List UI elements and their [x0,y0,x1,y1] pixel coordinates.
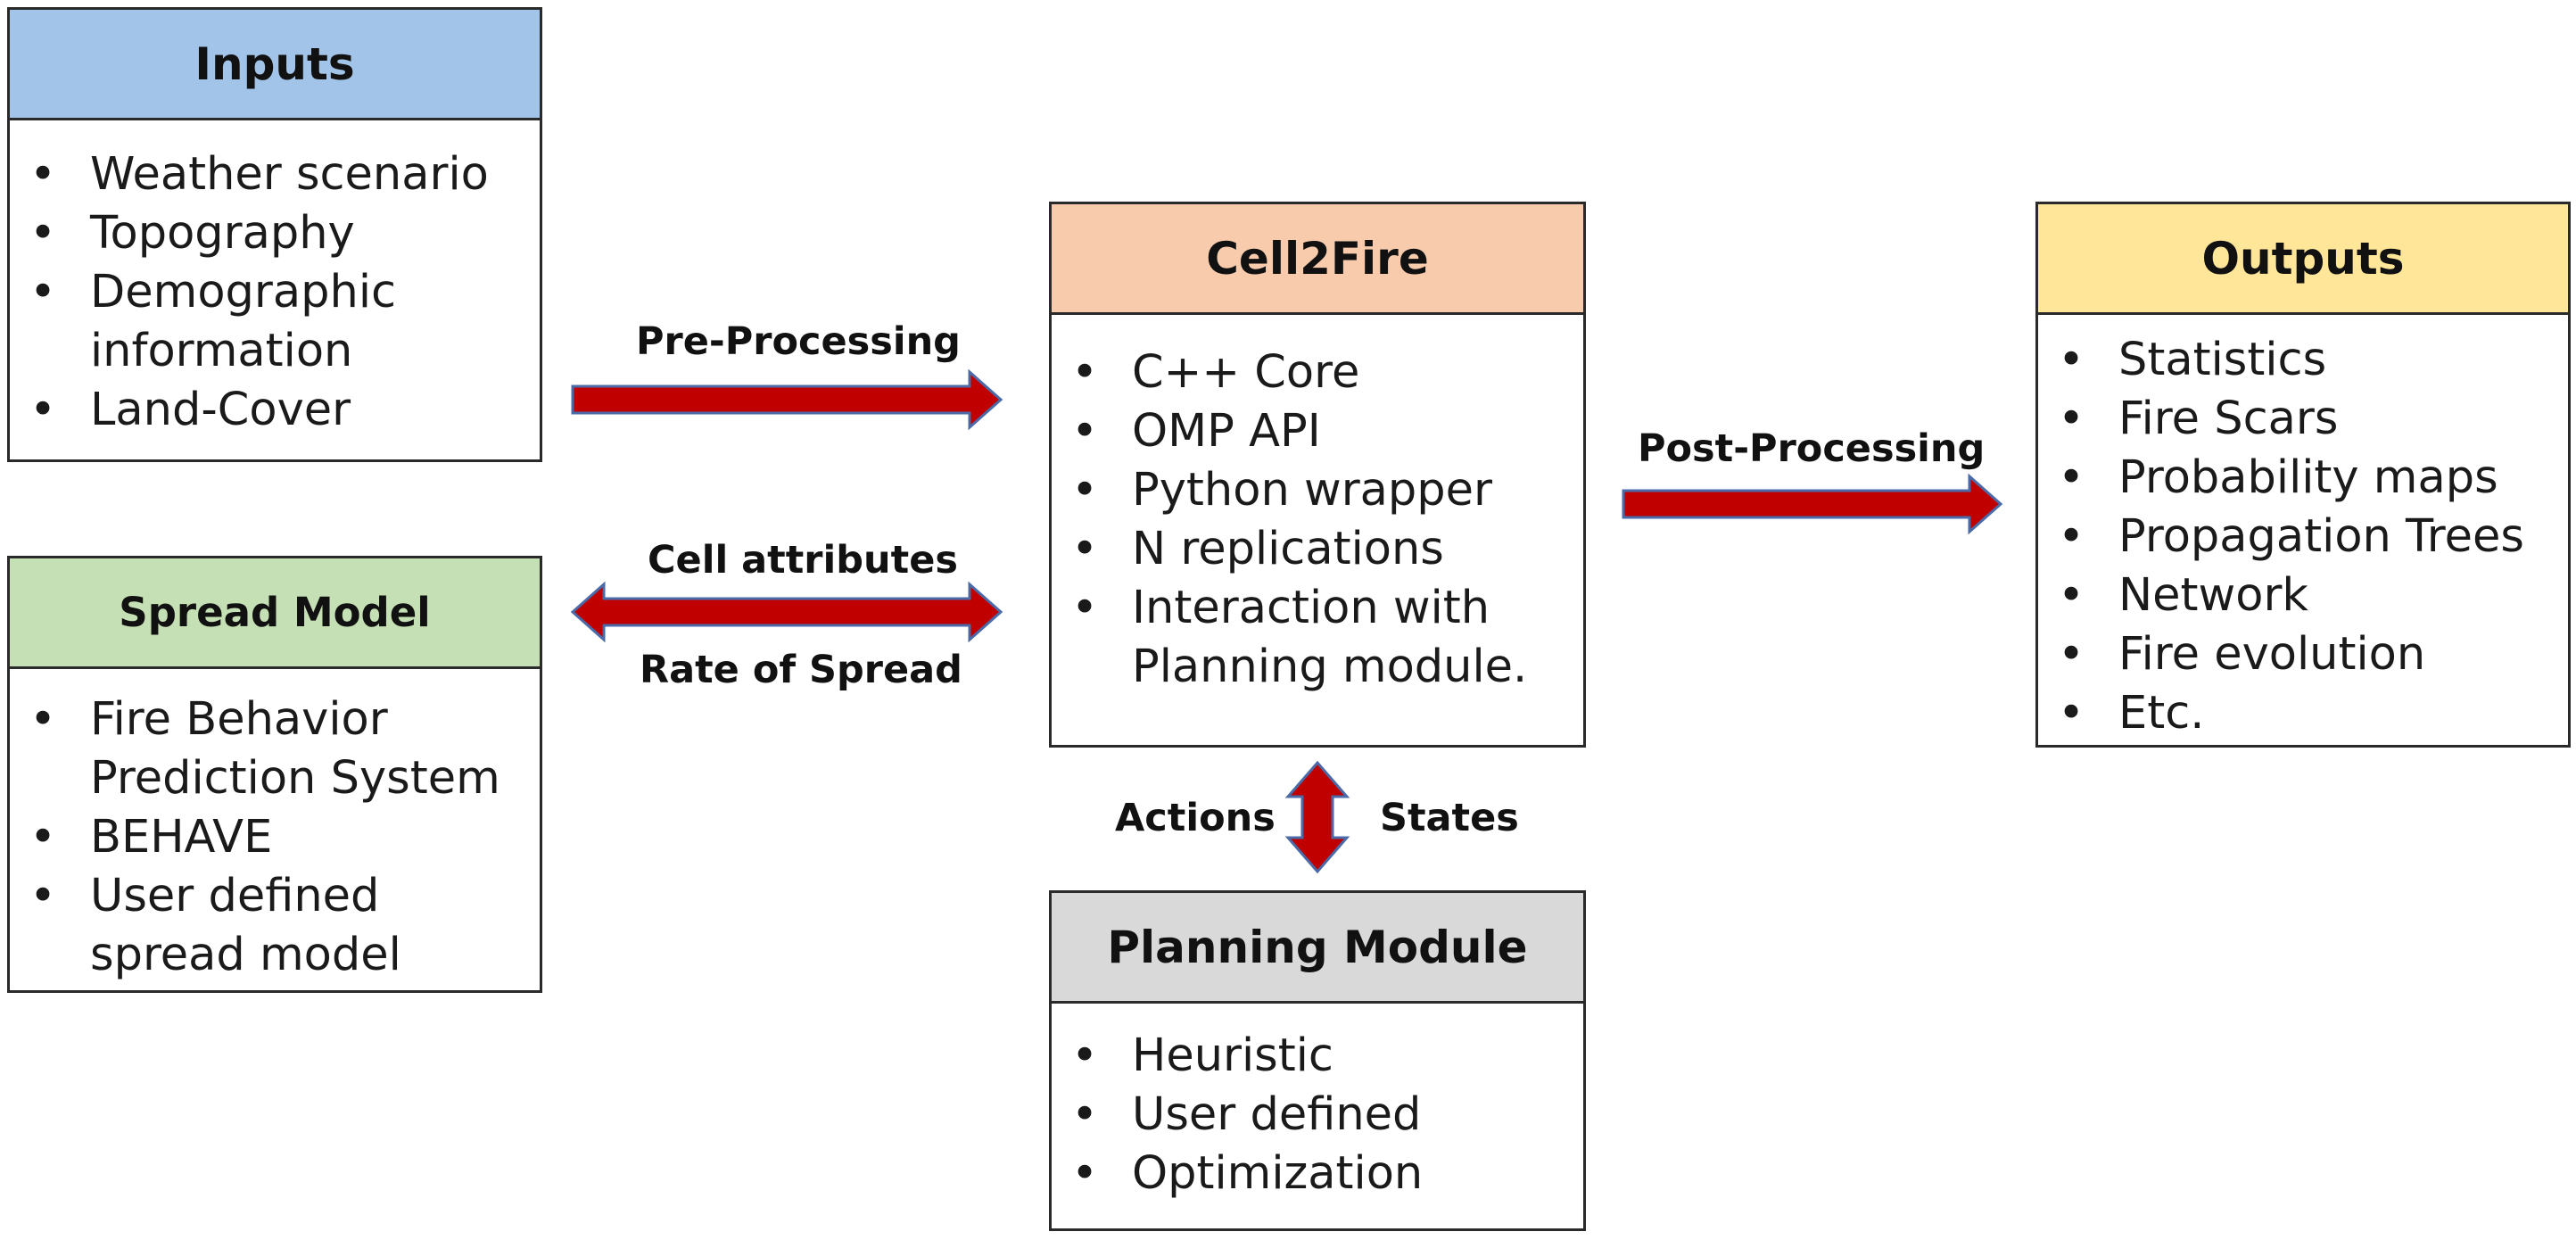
list-item-text: Weather scenario [90,148,489,201]
cell-attributes-arrow [570,581,1003,643]
list-item-text: Interaction with Planning module. [1132,582,1528,693]
bullet-icon: • [29,811,57,864]
post-processing-arrow [1622,473,2003,535]
list-item: • Optimization [1071,1145,1574,1203]
rate-of-spread-label: Rate of Spread [640,648,962,692]
bullet-icon: • [1071,1088,1099,1141]
list-item-text: Statistics [2118,334,2327,386]
bullet-icon: • [1071,464,1099,517]
bullet-icon: • [2058,451,2085,504]
spread-model-title: Spread Model [119,589,431,636]
planning-module-title: Planning Module [1107,921,1528,973]
bullet-icon: • [1071,405,1099,458]
cell2fire-list: • C++ Core • OMP API • Python wrapper • N repli… [1052,315,1583,697]
list-item-text: C++ Core [1132,346,1360,399]
list-item: • Topography [29,204,531,263]
bullet-icon: • [1071,582,1099,634]
list-item-text: Fire Scars [2118,393,2339,445]
list-item: • User defined [1071,1086,1574,1145]
bullet-icon: • [2058,687,2085,740]
list-item: • N replications [1071,520,1574,579]
list-item-text: Etc. [2118,687,2205,740]
list-item-text: BEHAVE [90,811,273,864]
list-item: • Fire Scars [2058,390,2559,449]
list-item-text: Topography [90,207,355,260]
list-item-text: Network [2118,569,2308,622]
bullet-icon: • [29,693,57,746]
bullet-icon: • [2058,510,2085,563]
list-item: • Network [2058,566,2559,625]
bullet-icon: • [1071,523,1099,575]
bullet-icon: • [1071,1147,1099,1200]
inputs-title: Inputs [194,37,355,90]
list-item: • Interaction with Planning module. [1071,579,1574,697]
bullet-icon: • [1071,1029,1099,1082]
planning-module-header: Planning Module [1052,893,1583,1004]
list-item-text: Land-Cover [90,384,351,436]
inputs-header: Inputs [10,10,540,120]
list-item: • C++ Core [1071,343,1574,402]
pre-processing-label: Pre-Processing [636,319,961,364]
cell2fire-header: Cell2Fire [1052,204,1583,315]
list-item: • Fire Behavior Prediction System [29,690,531,808]
planning-module-box: Planning Module •Heuristic•User defined•… [1049,890,1586,1231]
list-item: • Fire evolution [2058,625,2559,684]
actions-label: Actions [1115,796,1276,840]
bullet-icon: • [29,870,57,922]
list-item: • Weather scenario [29,145,531,204]
cell-attributes-label: Cell attributes [648,538,958,583]
bullet-icon: • [29,207,57,260]
states-label: States [1380,796,1519,840]
cell2fire-title: Cell2Fire [1206,232,1429,285]
list-item: • Probability maps [2058,449,2559,508]
spread-model-list: •Fire Behavior Prediction System•BEHAVE•… [10,669,540,985]
outputs-box: Outputs • Statistics • Fire Scars • Probabili… [2035,202,2571,748]
bullet-icon: • [1071,346,1099,399]
list-item-text: Python wrapper [1132,464,1493,517]
bullet-icon: • [29,148,57,201]
list-item-text: User defined [1132,1088,1422,1141]
list-item-text: Optimization [1132,1147,1424,1200]
outputs-list: •Statistics•Fire Scars•Probability maps•… [2038,315,2568,743]
list-item-text: Demographic information [90,266,397,377]
list-item-text: User defined spread model [90,870,401,981]
list-item-text: Propagation Trees [2118,510,2524,563]
list-item: • User defined spread model [29,867,531,985]
bullet-icon: • [29,266,57,318]
list-item-text: Fire Behavior Prediction System [90,693,500,805]
spread-model-box: Spread Model • Fire Behavior Prediction S… [7,556,542,993]
bullet-icon: • [2058,569,2085,622]
cell2fire-box: Cell2Fire • C++ Core • OMP API • Python wrapp… [1049,202,1586,748]
list-item: • Heuristic [1071,1027,1574,1086]
outputs-title: Outputs [2201,232,2405,285]
list-item-text: Fire evolution [2118,628,2426,681]
inputs-box: Inputs • Weather scenario • Topography • Demo… [7,7,542,462]
list-item: • Etc. [2058,684,2559,743]
bullet-icon: • [2058,334,2085,386]
list-item: • Python wrapper [1071,461,1574,520]
list-item-text: Heuristic [1132,1029,1333,1082]
actions-states-arrow [1284,760,1350,874]
list-item-text: Probability maps [2118,451,2498,504]
list-item: • BEHAVE [29,808,531,867]
list-item: • Propagation Trees [2058,508,2559,566]
list-item-text: OMP API [1132,405,1321,458]
planning-module-list: • Heuristic • User defined • Optimization [1052,1004,1583,1203]
pre-processing-arrow [571,368,1003,431]
post-processing-label: Post-Processing [1638,426,1986,471]
inputs-list: • Weather scenario • Topography • Demographic… [10,120,540,440]
list-item-text: N replications [1132,523,1444,575]
outputs-header: Outputs [2038,204,2568,315]
list-item: • Land-Cover [29,381,531,440]
list-item: • Demographic information [29,263,531,381]
list-item: • Statistics [2058,331,2559,390]
bullet-icon: • [2058,628,2085,681]
spread-model-header: Spread Model [10,558,540,669]
bullet-icon: • [2058,393,2085,445]
bullet-icon: • [29,384,57,436]
list-item: • OMP API [1071,402,1574,461]
